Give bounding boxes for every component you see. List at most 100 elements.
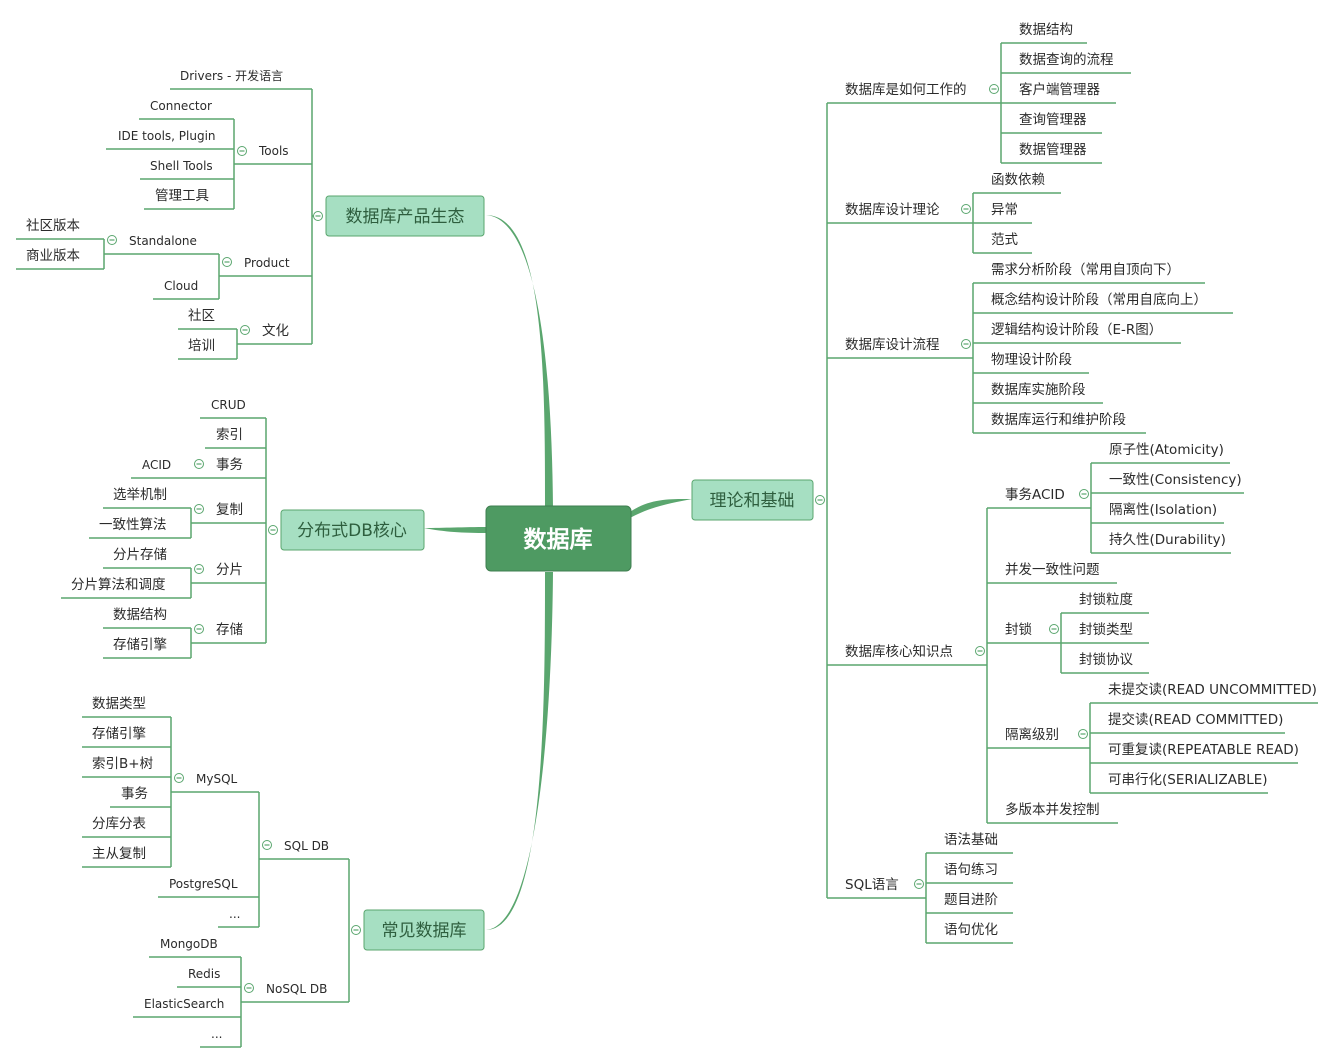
common-node[interactable]: 常见数据库 (363, 909, 485, 951)
tools-collapse-icon[interactable] (237, 146, 247, 156)
sql-collapse-icon[interactable] (914, 879, 924, 889)
design-theory-item: 范式 (991, 232, 1019, 248)
tools-item: Shell Tools (150, 159, 213, 173)
nosql-collapse-icon[interactable] (244, 983, 254, 993)
design-theory-collapse-icon[interactable] (961, 204, 971, 214)
distributed-node[interactable]: 分布式DB核心 (280, 509, 425, 551)
common-collapse-icon[interactable] (351, 925, 361, 935)
how-label: 数据库是如何工作的 (845, 82, 967, 98)
isolation-collapse-icon[interactable] (1078, 729, 1088, 739)
distributed-label: 分布式DB核心 (297, 521, 407, 541)
nosql-label: NoSQL DB (266, 982, 327, 996)
design-flow-collapse-icon[interactable] (961, 339, 971, 349)
acid-collapse-icon[interactable] (1079, 489, 1089, 499)
sql-item: 语句练习 (944, 862, 998, 878)
replication-item: 选举机制 (113, 487, 167, 503)
sqldb-label: SQL DB (284, 839, 329, 853)
theory-collapse-icon[interactable] (815, 495, 825, 505)
transaction-collapse-icon[interactable] (194, 459, 204, 469)
design-theory-item: 函数依赖 (991, 172, 1045, 188)
sqldb-collapse-icon[interactable] (262, 840, 272, 850)
nosql-item: MongoDB (160, 937, 218, 951)
replication-collapse-icon[interactable] (194, 504, 204, 514)
common-label: 常见数据库 (382, 921, 467, 941)
standalone-collapse-icon[interactable] (107, 235, 117, 245)
core-mvcc: 多版本并发控制 (1005, 801, 1100, 818)
sql-item: 题目进阶 (944, 892, 998, 908)
acid-item: 持久性(Durability) (1109, 532, 1226, 548)
root-node[interactable]: 数据库 (485, 505, 632, 572)
core-concurrency: 并发一致性问题 (1005, 562, 1100, 578)
how-item: 客户端管理器 (1019, 81, 1100, 98)
culture-item: 社区 (188, 308, 215, 324)
sql-label: SQL语言 (845, 877, 899, 893)
mysql-collapse-icon[interactable] (174, 773, 184, 783)
lock-label: 封锁 (1005, 622, 1032, 638)
standalone-item: 社区版本 (26, 218, 80, 234)
storage-collapse-icon[interactable] (194, 624, 204, 634)
lock-item: 封锁粒度 (1079, 592, 1133, 608)
theory-node[interactable]: 理论和基础 (691, 479, 814, 521)
isolation-label: 隔离级别 (1005, 726, 1059, 743)
ecosystem-branch: 数据库产品生态 Drivers - 开发语言 Tools Connector I… (16, 68, 485, 360)
tools-item: 管理工具 (155, 188, 209, 204)
mysql-item: 事务 (121, 786, 148, 802)
isolation-item: 可串行化(SERIALIZABLE) (1108, 772, 1268, 788)
product-collapse-icon[interactable] (222, 257, 232, 267)
culture-collapse-icon[interactable] (240, 325, 250, 335)
mysql-item: 主从复制 (92, 845, 146, 862)
sharding-collapse-icon[interactable] (194, 564, 204, 574)
how-item: 数据管理器 (1019, 142, 1087, 158)
sharding-item: 分片存储 (113, 547, 167, 563)
distributed-branch: 分布式DB核心 CRUD 索引 事务 ACID 复制 选举机制 一致性算法 分片 (61, 398, 425, 659)
design-flow-item: 需求分析阶段（常用自顶向下） (991, 262, 1180, 278)
design-theory-item: 异常 (991, 202, 1018, 218)
mysql-item: 索引B+树 (92, 756, 153, 772)
sql-item: 语法基础 (944, 831, 998, 848)
nosql-item: ElasticSearch (144, 997, 224, 1011)
mysql-item: 存储引擎 (92, 726, 146, 742)
culture-label: 文化 (262, 323, 289, 339)
design-flow-item: 概念结构设计阶段（常用自底向上） (991, 291, 1207, 308)
distributed-collapse-icon[interactable] (268, 525, 278, 535)
common-branch: 常见数据库 SQL DB MySQL 数据类型 存储引擎 索引B+树 事务 分库… (82, 696, 485, 1048)
ecosystem-node[interactable]: 数据库产品生态 (325, 195, 485, 237)
sharding-label: 分片 (216, 562, 243, 578)
design-flow-label: 数据库设计流程 (845, 337, 940, 353)
how-item: 数据结构 (1019, 22, 1073, 38)
transaction-label: 事务 (216, 457, 243, 473)
main-branches (424, 215, 692, 930)
product-label: Product (244, 256, 290, 270)
acid-label: 事务ACID (1005, 487, 1065, 503)
lock-item: 封锁类型 (1079, 622, 1133, 638)
nosql-item: Redis (188, 967, 220, 981)
mysql-item: 分库分表 (92, 816, 146, 832)
lock-collapse-icon[interactable] (1049, 624, 1059, 634)
isolation-item: 未提交读(READ UNCOMMITTED) (1108, 681, 1317, 698)
distributed-crud: CRUD (211, 398, 246, 412)
core-collapse-icon[interactable] (975, 646, 985, 656)
core-label: 数据库核心知识点 (845, 643, 953, 660)
how-collapse-icon[interactable] (989, 84, 999, 94)
sqldb-more: ... (229, 907, 240, 921)
nosql-item: ... (211, 1027, 222, 1041)
culture-item: 培训 (188, 338, 215, 354)
ecosystem-collapse-icon[interactable] (313, 211, 323, 221)
design-flow-item: 数据库运行和维护阶段 (991, 412, 1126, 428)
replication-label: 复制 (216, 501, 243, 518)
ecosystem-label: 数据库产品生态 (346, 207, 465, 227)
isolation-item: 可重复读(REPEATABLE READ) (1108, 741, 1299, 758)
tools-item: Connector (150, 99, 212, 113)
replication-item: 一致性算法 (99, 517, 167, 533)
sqldb-postgres: PostgreSQL (169, 877, 238, 891)
product-cloud: Cloud (164, 279, 198, 293)
mysql-item: 数据类型 (92, 696, 146, 712)
design-flow-item: 物理设计阶段 (991, 352, 1072, 368)
storage-label: 存储 (216, 622, 243, 638)
design-flow-item: 数据库实施阶段 (991, 382, 1086, 398)
storage-item: 数据结构 (113, 607, 167, 623)
design-theory-label: 数据库设计理论 (845, 202, 940, 218)
how-item: 数据查询的流程 (1019, 52, 1114, 68)
mysql-label: MySQL (196, 772, 238, 786)
